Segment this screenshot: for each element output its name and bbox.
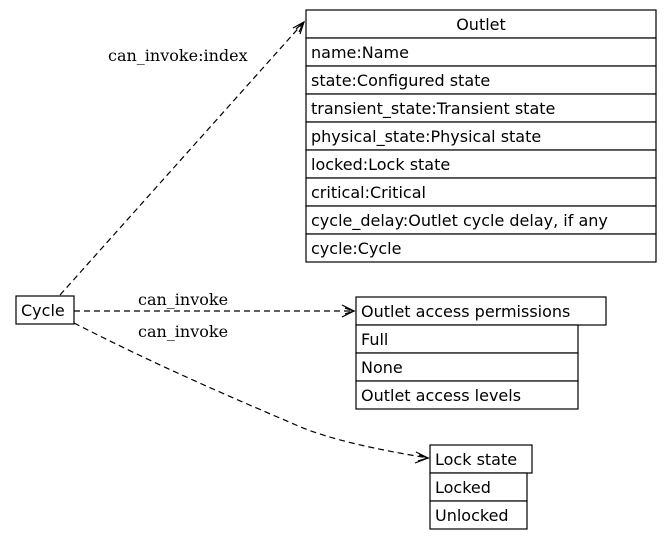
outlet-row: [305, 121, 657, 151]
permissions-row: [355, 352, 579, 382]
edge-label-outlet: can_invoke:index: [108, 46, 248, 65]
outlet-field: cycle_delay:Outlet cycle delay, if any: [311, 211, 608, 231]
edge-cycle-to-permissions: can_invoke: [74, 290, 356, 318]
outlet-field: cycle:Cycle: [311, 239, 401, 258]
edge-line: [59, 21, 305, 296]
outlet-field: critical:Critical: [311, 183, 426, 202]
node-lockstate: Lock state Locked Unlocked: [429, 444, 533, 530]
outlet-row: [305, 93, 657, 123]
node-outlet: Outlet name:Name state:Configured state …: [305, 9, 657, 263]
outlet-field: locked:Lock state: [311, 155, 450, 174]
node-cycle-label: Cycle: [21, 301, 65, 320]
edge-line: [73, 322, 429, 459]
outlet-row: [305, 149, 657, 179]
outlet-field: transient_state:Transient state: [311, 99, 555, 119]
outlet-row: [305, 233, 657, 263]
lockstate-field: Unlocked: [435, 506, 509, 525]
permissions-field: None: [361, 358, 403, 377]
permissions-field: Outlet access levels: [361, 386, 521, 405]
edge-cycle-to-lockstate: can_invoke: [73, 322, 430, 464]
permissions-title: Outlet access permissions: [361, 302, 570, 321]
node-cycle-box: [15, 295, 75, 325]
lockstate-row: [429, 500, 528, 530]
arrowhead-inner: [344, 307, 356, 315]
lockstate-field: Locked: [435, 478, 491, 497]
lockstate-title: Lock state: [435, 450, 517, 469]
outlet-field: state:Configured state: [311, 71, 490, 90]
outlet-field: name:Name: [311, 43, 409, 62]
arrowhead-inner: [295, 21, 305, 33]
node-permissions: Outlet access permissions Full None Outl…: [355, 296, 607, 410]
edge-cycle-to-outlet: can_invoke:index: [59, 20, 306, 296]
outlet-header: [305, 9, 657, 39]
node-cycle: Cycle: [15, 295, 75, 325]
lockstate-header: [429, 444, 533, 474]
outlet-title: Outlet: [456, 15, 506, 34]
arrowhead-inner: [417, 454, 430, 462]
permissions-row: [355, 380, 579, 410]
outlet-row: [305, 205, 657, 235]
outlet-field: physical_state:Physical state: [311, 127, 541, 147]
permissions-row: [355, 324, 579, 354]
permissions-field: Full: [361, 330, 388, 349]
edge-label-permissions: can_invoke: [138, 290, 228, 309]
lockstate-row: [429, 472, 528, 502]
edge-label-lockstate: can_invoke: [138, 322, 228, 341]
outlet-row: [305, 65, 657, 95]
